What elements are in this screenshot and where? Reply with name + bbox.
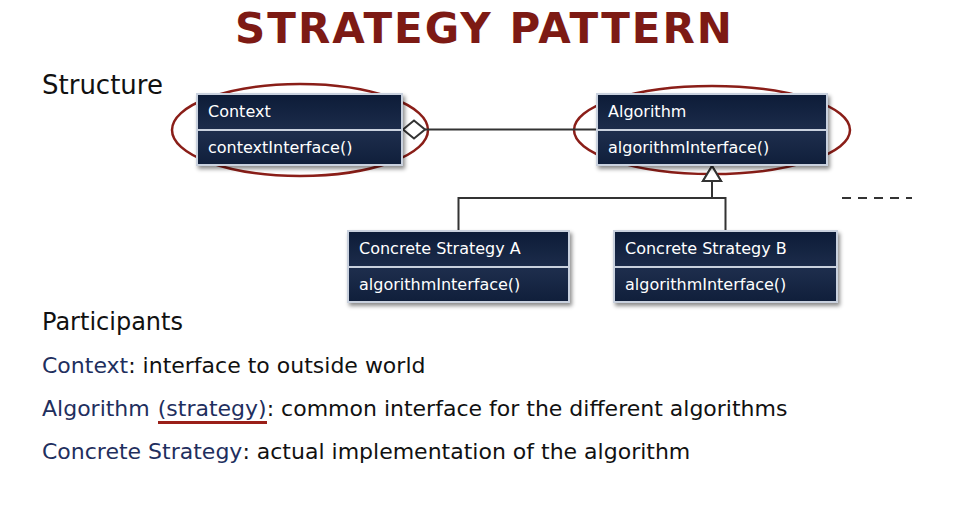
text-line: Participants — [42, 308, 183, 336]
class-box: Context contextInterface() — [196, 93, 403, 166]
text-line: Context: interface to outside world — [42, 353, 425, 378]
participant-name: Concrete Strategy — [42, 439, 242, 464]
connector-line — [459, 181, 713, 230]
class-name-compartment: Context — [198, 95, 401, 129]
method-name: algorithmInterface() — [359, 275, 520, 294]
class-name-compartment: Algorithm — [598, 95, 826, 129]
method-name: algorithmInterface() — [625, 275, 786, 294]
method-compartment: algorithmInterface() — [349, 266, 568, 302]
class-name-compartment: Concrete Strategy A — [349, 232, 568, 266]
class-name-compartment: Concrete Strategy B — [615, 232, 836, 266]
aggregation-diamond — [403, 121, 425, 139]
class-name: Concrete Strategy B — [625, 239, 787, 258]
inheritance-triangle — [703, 166, 721, 181]
dashed-continuation — [842, 197, 912, 199]
class-box: Algorithm algorithmInterface() — [596, 93, 828, 166]
participant-name: Algorithm — [42, 396, 150, 421]
participant-name: Context — [42, 353, 128, 378]
text-line: Structure — [42, 70, 163, 100]
participant-description: : actual implementation of the algorithm — [242, 439, 690, 464]
class-box: Concrete Strategy B algorithmInterface() — [613, 230, 838, 303]
method-compartment: algorithmInterface() — [598, 129, 826, 165]
method-compartment: algorithmInterface() — [615, 266, 836, 302]
participant-description: : common interface for the different alg… — [267, 396, 788, 421]
connector-line — [425, 129, 596, 131]
inheritance-connector — [459, 166, 722, 230]
diagram-title: STRATEGY PATTERN — [0, 4, 969, 53]
class-name: Algorithm — [608, 102, 686, 121]
method-compartment: contextInterface() — [198, 129, 401, 165]
inheritance-connector — [703, 166, 726, 230]
inheritance-triangle — [703, 166, 721, 181]
section-heading: Participants — [42, 308, 183, 336]
class-name: Context — [208, 102, 271, 121]
aggregation-connector — [403, 121, 596, 139]
class-name: Concrete Strategy A — [359, 239, 521, 258]
text-line: Concrete Strategy: actual implementation… — [42, 439, 690, 464]
text-line: Algorithm (strategy): common interface fo… — [42, 396, 787, 424]
highlight-ellipse — [172, 84, 428, 176]
participant-alias: (strategy) — [158, 396, 267, 424]
section-heading: Structure — [42, 70, 163, 100]
method-name: contextInterface() — [208, 138, 352, 157]
participant-description: : interface to outside world — [128, 353, 425, 378]
highlight-ellipse — [574, 86, 850, 174]
connector-line — [712, 181, 726, 230]
method-name: algorithmInterface() — [608, 138, 769, 157]
class-box: Concrete Strategy A algorithmInterface() — [347, 230, 570, 303]
